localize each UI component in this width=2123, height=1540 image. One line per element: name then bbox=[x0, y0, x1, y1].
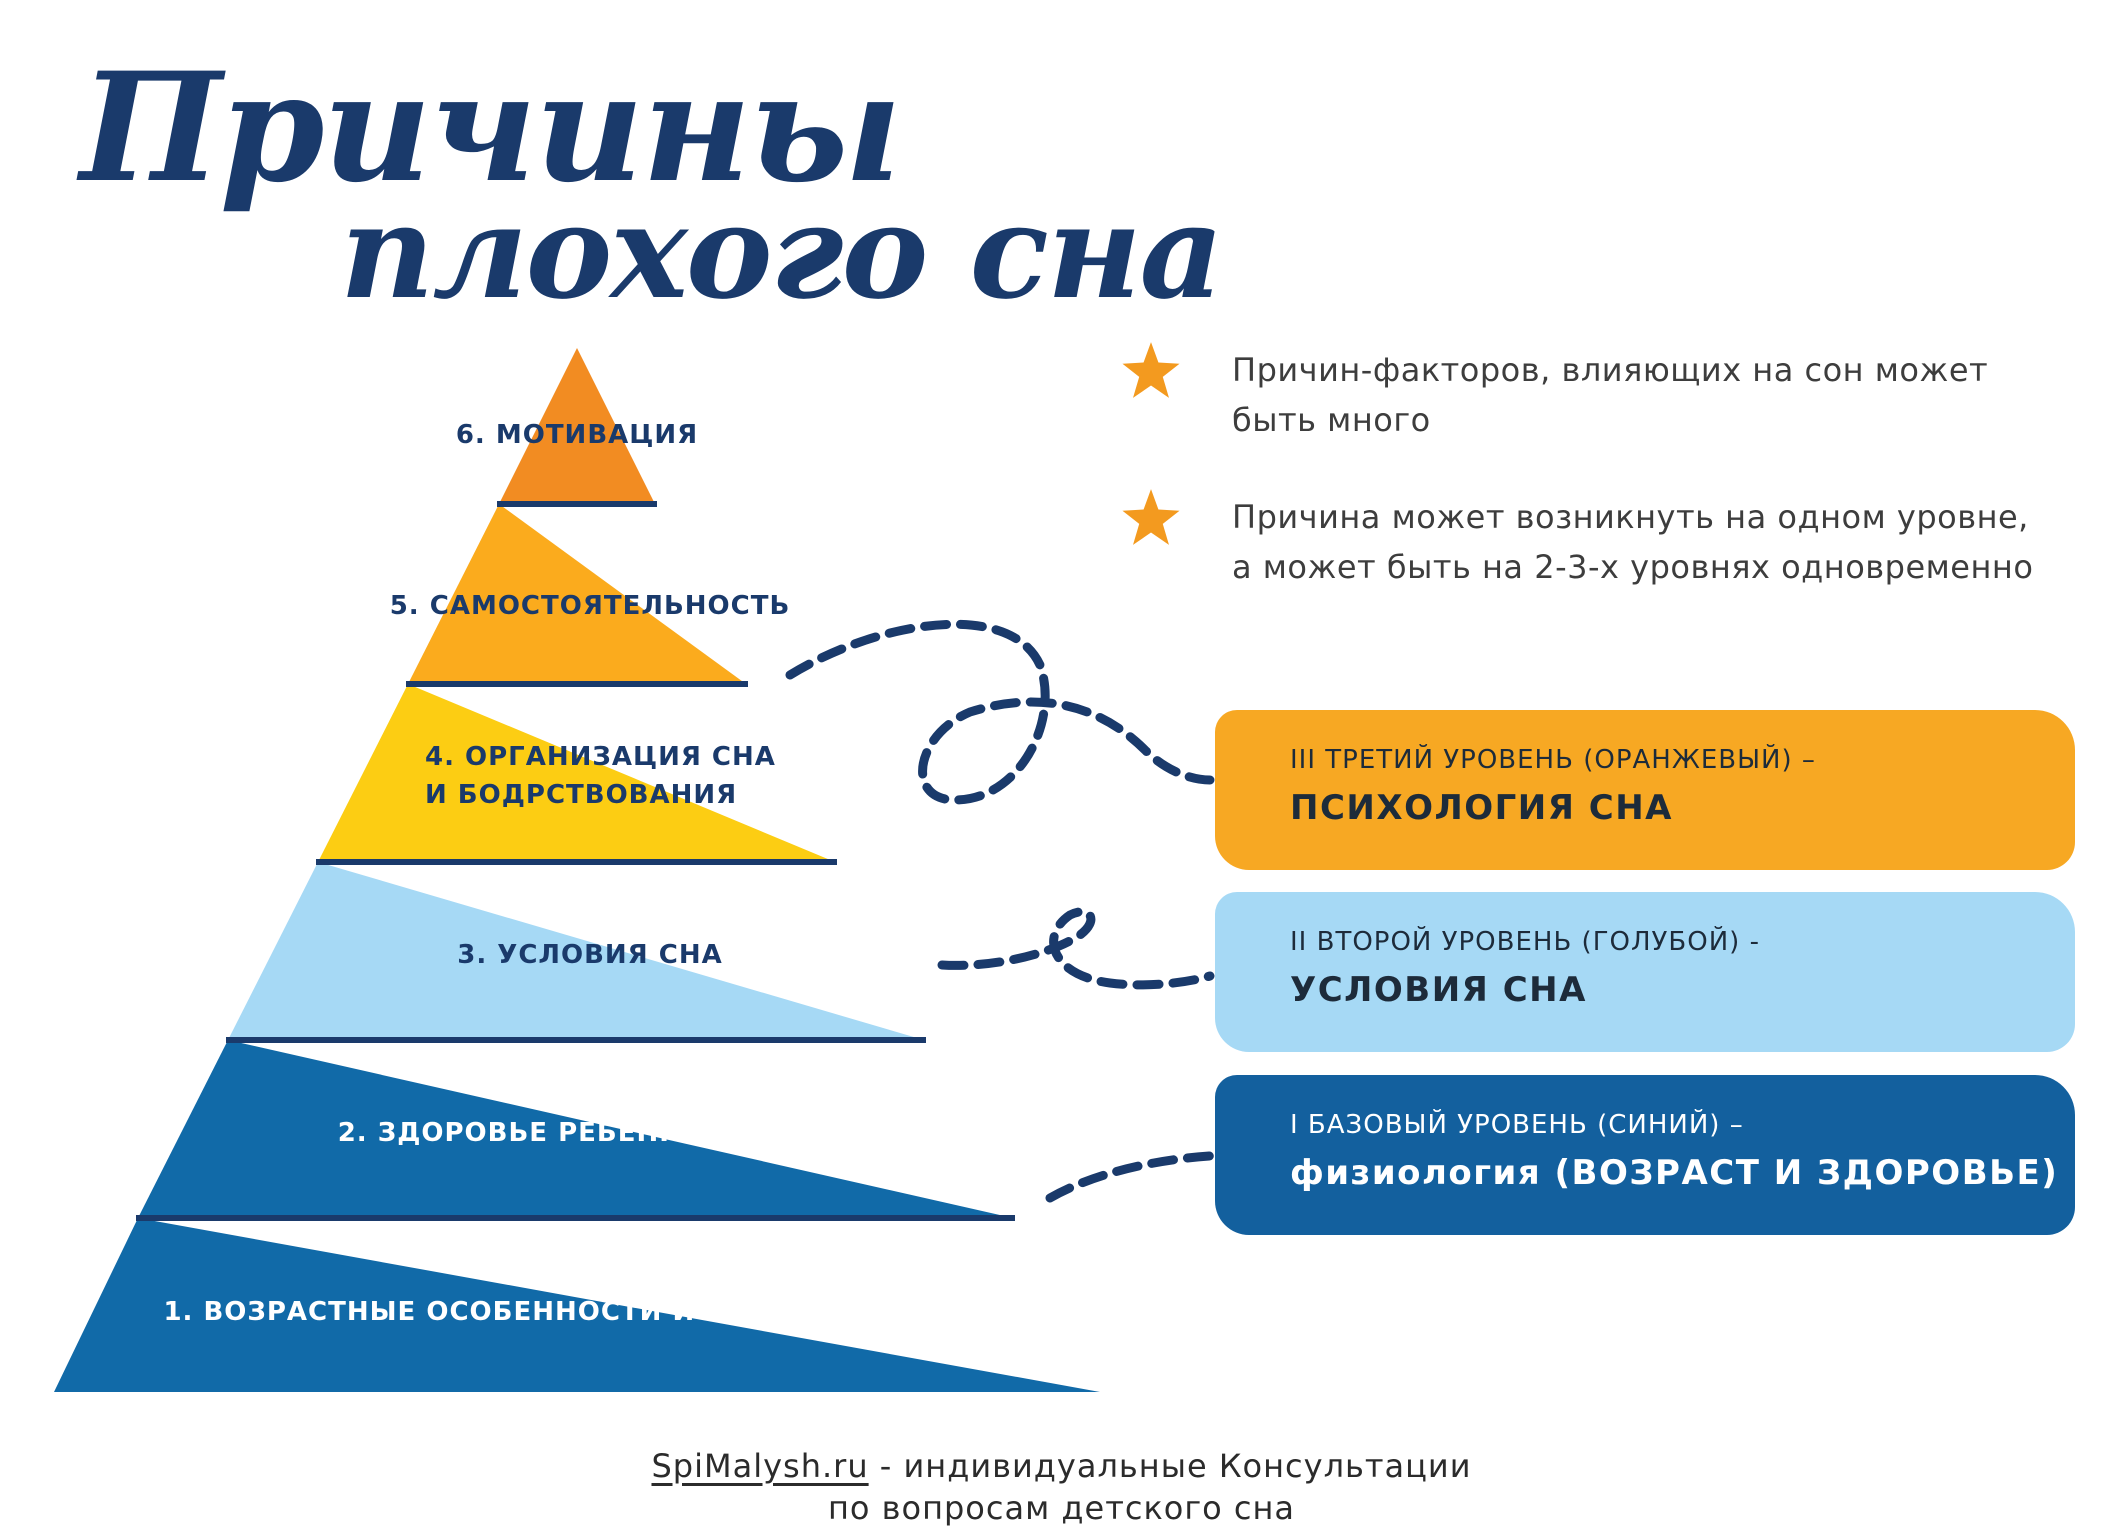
bullet-text-line-1: Причина может возникнуть на одном уровне… bbox=[1232, 498, 2029, 536]
pyramid-tier-4-label-line-2: И БОДРСТВОВАНИЯ bbox=[425, 780, 737, 810]
footer: SpiMalysh.ru - индивидуальные Консультац… bbox=[0, 1445, 2123, 1529]
pyramid-tier-5 bbox=[408, 504, 746, 684]
bullet-item: Причина может возникнуть на одном уровне… bbox=[1120, 489, 2110, 592]
star-icon bbox=[1122, 489, 1180, 545]
pyramid-tier-4-label-line-1: 4. ОРГАНИЗАЦИЯ СНА bbox=[425, 742, 776, 772]
pyramid-tier-6 bbox=[499, 348, 655, 504]
level-heading: ПСИХОЛОГИЯ СНА bbox=[1290, 788, 1673, 828]
level-band-physiology: I БАЗОВЫЙ УРОВЕНЬ (СИНИЙ) – физиология (… bbox=[1215, 1075, 2075, 1235]
level-band-psychology: III ТРЕТИЙ УРОВЕНЬ (ОРАНЖЕВЫЙ) – ПСИХОЛО… bbox=[1215, 710, 2075, 870]
level-subtitle: I БАЗОВЫЙ УРОВЕНЬ (СИНИЙ) – bbox=[1290, 1110, 1744, 1140]
level-subtitle: III ТРЕТИЙ УРОВЕНЬ (ОРАНЖЕВЫЙ) – bbox=[1290, 745, 1816, 775]
page-title-line-1: Причины bbox=[80, 40, 902, 216]
pyramid-tier-4 bbox=[318, 684, 835, 862]
level-heading: физиология (ВОЗРАСТ И ЗДОРОВЬЕ) bbox=[1290, 1153, 2059, 1193]
connector-tier-3-to-blue bbox=[937, 907, 1215, 990]
level-band-conditions: II ВТОРОЙ УРОВЕНЬ (ГОЛУБОЙ) - УСЛОВИЯ СН… bbox=[1215, 892, 2075, 1052]
footer-line-1: SpiMalysh.ru - индивидуальные Консультац… bbox=[0, 1445, 2123, 1487]
pyramid-tier-5-label: 5. САМОСТОЯТЕЛЬНОСТЬ bbox=[390, 591, 791, 621]
bullet-text: Причин-факторов, влияющих на сон может б… bbox=[1232, 345, 1988, 445]
connector-tier-2-to-dark-blue bbox=[1045, 1151, 1215, 1203]
pyramid-tier-3-label: 3. УСЛОВИЯ СНА bbox=[457, 940, 722, 970]
pyramid-tier-6-label: 6. МОТИВАЦИЯ bbox=[456, 420, 698, 450]
bullet-text-line-2: быть много bbox=[1232, 401, 1431, 439]
level-heading: УСЛОВИЯ СНА bbox=[1290, 970, 1587, 1010]
pyramid-tier-3 bbox=[228, 862, 924, 1040]
footer-line-2: по вопросам детского сна bbox=[827, 1489, 1296, 1527]
pyramid-tier-2 bbox=[138, 1040, 1013, 1218]
pyramid-tier-1-label: 1. ВОЗРАСТНЫЕ ОСОБЕННОСТИ И СКАЧКИ РАЗВИ… bbox=[163, 1297, 1012, 1327]
pyramid-tier-2-label: 2. ЗДОРОВЬЕ РЕБЕНКА И МАМЫ bbox=[338, 1118, 849, 1148]
footer-line-1-rest: - индивидуальные Консультации bbox=[868, 1447, 1472, 1485]
bullet-item: Причин-факторов, влияющих на сон может б… bbox=[1120, 342, 2110, 445]
star-icon bbox=[1122, 342, 1180, 398]
level-subtitle: II ВТОРОЙ УРОВЕНЬ (ГОЛУБОЙ) - bbox=[1290, 927, 1760, 957]
page-title-line-2: плохого сна bbox=[340, 175, 1224, 328]
bullet-text: Причина может возникнуть на одном уровне… bbox=[1232, 492, 2033, 592]
site-link[interactable]: SpiMalysh.ru bbox=[651, 1447, 869, 1485]
bullet-text-line-1: Причин-факторов, влияющих на сон может bbox=[1232, 351, 1989, 389]
connector-tier-5-to-orange bbox=[785, 619, 1215, 805]
pyramid-tier-1 bbox=[54, 1218, 1100, 1392]
bullet-text-line-2: а может быть на 2-3-х уровнях одновремен… bbox=[1232, 548, 2034, 586]
